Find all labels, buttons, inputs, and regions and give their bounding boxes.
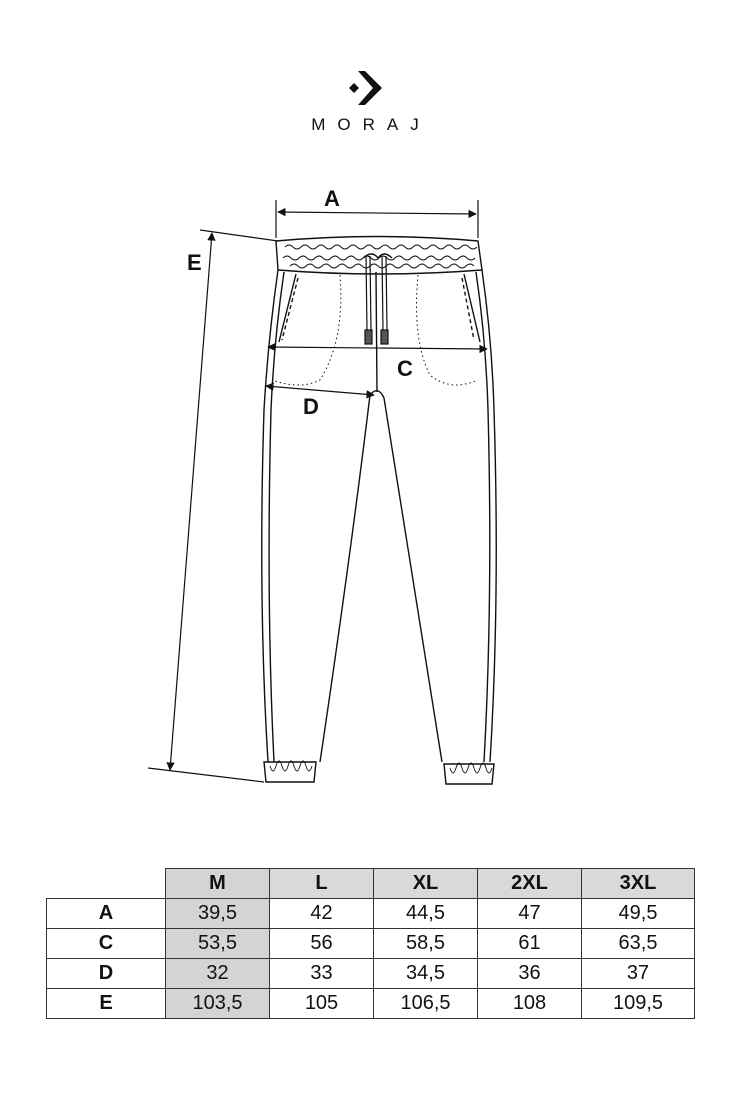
table-cell: 61: [477, 928, 582, 959]
size-header: 2XL: [477, 868, 582, 899]
right-cuff: [443, 763, 495, 785]
size-header: L: [269, 868, 374, 899]
left-pocket-bag: [271, 274, 342, 386]
table-cell: 44,5: [373, 898, 478, 929]
right-leg-inner: [383, 397, 443, 763]
table-cell: 53,5: [165, 928, 270, 959]
label-c: C: [397, 356, 413, 381]
table-cell: 34,5: [373, 958, 478, 989]
pants-measurement-diagram: A C D E: [147, 186, 497, 785]
table-cell: 108: [477, 988, 582, 1019]
dimension-c: [267, 342, 488, 354]
table-cell: 106,5: [373, 988, 478, 1019]
table-row: D 32 33 34,5 36 37: [46, 958, 695, 989]
waistband-texture: [284, 244, 478, 250]
table-cell: 37: [581, 958, 695, 989]
brand-name: MORAJ: [311, 115, 431, 134]
center-seam: [375, 271, 378, 393]
label-e: E: [187, 250, 202, 275]
table-row: A 39,5 42 44,5 47 49,5: [46, 898, 695, 929]
table-row: C 53,5 56 58,5 61 63,5: [46, 928, 695, 959]
table-cell: 105: [269, 988, 374, 1019]
table-cell: 63,5: [581, 928, 695, 959]
brand-logo: MORAJ: [0, 60, 730, 140]
table-cell: 103,5: [165, 988, 270, 1019]
table-cell: 47: [477, 898, 582, 929]
table-cell: 49,5: [581, 898, 695, 929]
left-leg-inner: [319, 394, 371, 763]
dimension-d: [265, 382, 375, 399]
table-cell: 33: [269, 958, 374, 989]
dimension-e: [147, 229, 279, 783]
table-corner: [47, 869, 166, 899]
left-pocket: [281, 277, 299, 341]
left-leg-outer: [261, 269, 279, 763]
row-label: E: [46, 988, 166, 1019]
right-leg-outer: [481, 269, 497, 763]
table-cell: 109,5: [581, 988, 695, 1019]
row-label: C: [46, 928, 166, 959]
size-header: 3XL: [581, 868, 695, 899]
table-cell: 56: [269, 928, 374, 959]
row-label: A: [46, 898, 166, 929]
label-d: D: [303, 394, 319, 419]
size-header-row: M L XL 2XL 3XL: [47, 868, 695, 899]
size-header: XL: [373, 868, 478, 899]
right-pocket: [461, 277, 475, 341]
left-cuff: [263, 761, 317, 783]
pants-outline: [261, 235, 497, 785]
table-cell: 32: [165, 958, 270, 989]
table-cell: 58,5: [373, 928, 478, 959]
drawstring: [362, 253, 393, 345]
dimension-a: [275, 200, 479, 238]
table-cell: 42: [269, 898, 374, 929]
table-cell: 39,5: [165, 898, 270, 929]
row-label: D: [46, 958, 166, 989]
size-table: M L XL 2XL 3XL A 39,5 42 44,5 47 49,5 C …: [46, 868, 695, 1019]
waistband: [275, 235, 483, 275]
size-header: M: [165, 868, 270, 899]
table-cell: 36: [477, 958, 582, 989]
table-row: E 103,5 105 106,5 108 109,5: [46, 988, 695, 1019]
label-a: A: [324, 186, 340, 211]
chevron-diamond-logo-icon: [349, 71, 382, 105]
